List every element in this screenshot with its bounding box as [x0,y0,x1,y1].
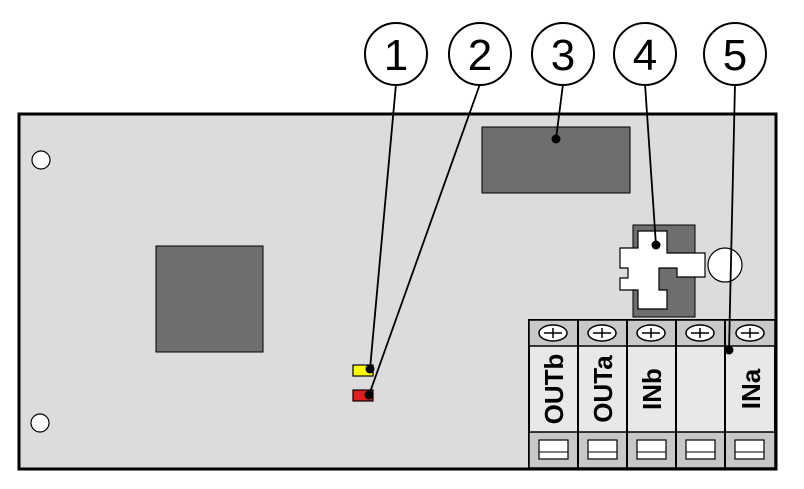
terminal-label-inb: INb [637,368,667,410]
leader-line-1 [369,83,397,370]
callout-number: 1 [384,31,408,80]
callout-number: 2 [468,31,492,80]
leader-line-5 [728,83,736,351]
terminal-label-outb: OUTb [539,354,569,425]
terminal-label-outa: OUTa [588,355,618,423]
tamper-switch [619,224,743,318]
terminal-label-ina: INa [736,368,766,409]
callout-4: 4 [613,22,677,86]
terminal-block: OUTb OUTa INb INa [528,319,776,469]
screw-icon [636,324,666,342]
clamp-icon [734,439,765,460]
callout-number: 4 [633,31,657,80]
callout-3: 3 [531,22,595,86]
callout-1: 1 [364,22,428,86]
screw-icon [587,324,617,342]
leader-line-2 [368,83,481,396]
clamp-icon [538,439,569,460]
mounting-hole-icon [31,150,51,170]
clamp-icon [587,439,618,460]
leader-line-4 [644,83,657,246]
callout-number: 3 [551,31,575,80]
screw-icon [735,324,765,342]
switch-spring-icon [707,247,743,283]
callout-2: 2 [448,22,512,86]
leader-line-3 [555,83,564,140]
clamp-icon [636,439,667,460]
callout-5: 5 [703,22,767,86]
screw-icon [538,324,568,342]
leader-lines [368,83,736,396]
clamp-icon [685,439,716,460]
mounting-hole-icon [30,413,50,433]
screw-icon [685,324,715,342]
chip [155,245,264,353]
callout-number: 5 [723,31,747,80]
leader-dots [364,134,734,400]
